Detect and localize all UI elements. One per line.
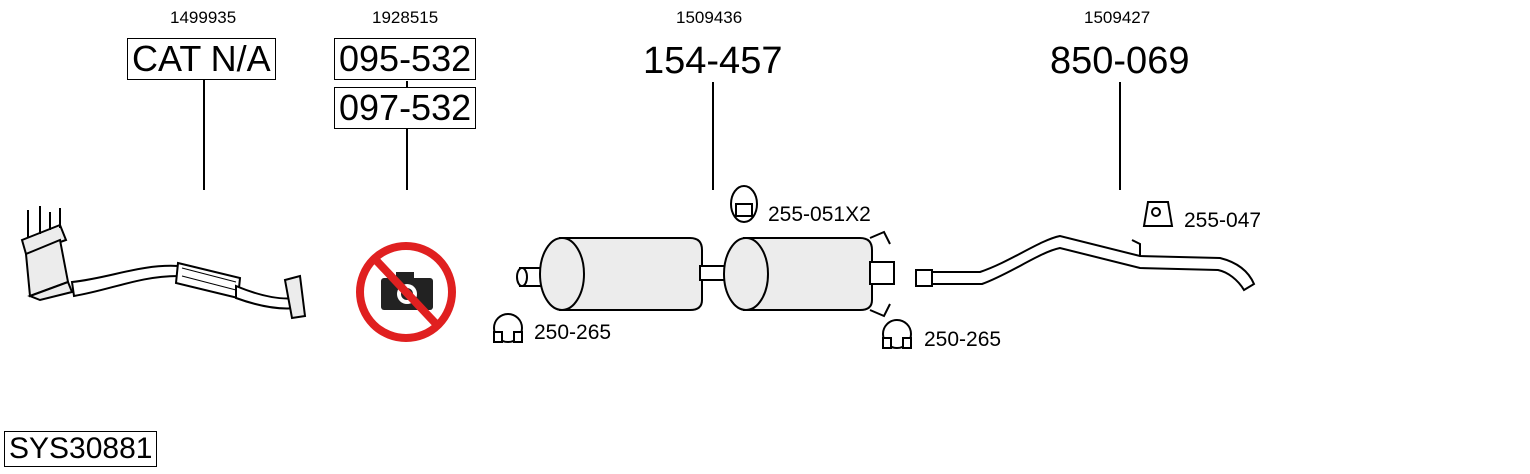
rear-pipe-part	[915, 234, 1256, 292]
part-ref-number: 1928515	[372, 8, 439, 27]
clamp-icon	[882, 319, 912, 349]
hanger-icon	[730, 185, 758, 223]
hanger-icon	[1142, 201, 1174, 227]
part-ref-number: 1509436	[676, 8, 743, 27]
hanger-label[interactable]: 255-047	[1184, 209, 1262, 232]
no-image-icon	[356, 242, 456, 342]
part-ref-number: 1509427	[1084, 8, 1151, 27]
part-code-box[interactable]: CAT N/A	[127, 38, 276, 80]
part-code-label[interactable]: 154-457	[643, 40, 783, 82]
clamp-icon	[493, 313, 523, 343]
hanger-label[interactable]: 255-051X2	[768, 203, 871, 226]
system-code-box: SYS30881	[4, 431, 158, 467]
part-code-box[interactable]: 095-532	[334, 38, 477, 80]
catalytic-converter-part	[20, 206, 307, 320]
clamp-label[interactable]: 250-265	[534, 321, 612, 344]
part-code-label[interactable]: 850-069	[1050, 40, 1190, 82]
part-code-box[interactable]: 097-532	[334, 87, 477, 129]
clamp-label[interactable]: 250-265	[924, 328, 1002, 351]
middle-silencer-part	[516, 230, 895, 318]
part-ref-number: 1499935	[170, 8, 237, 27]
